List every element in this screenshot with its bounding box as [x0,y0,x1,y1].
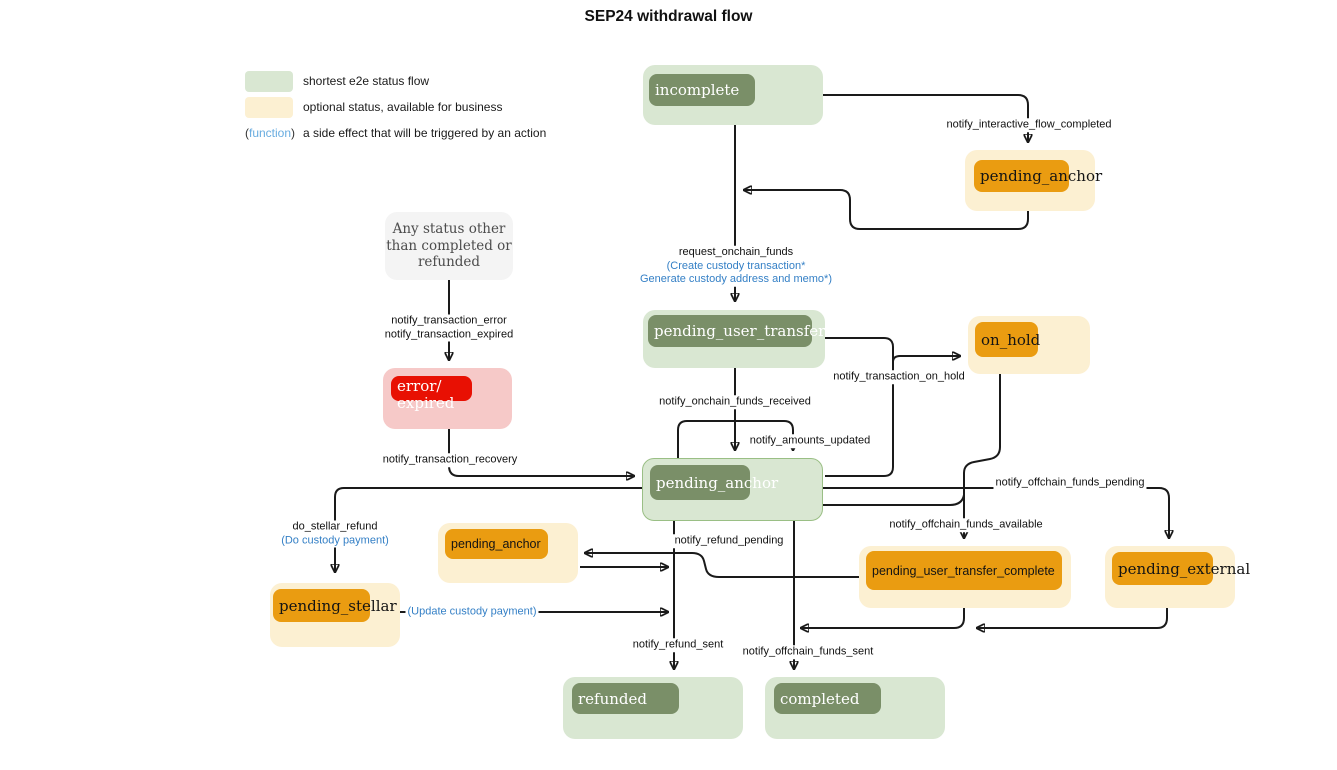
node-pending_user_transfer_complete: pending_user_transfer_complete [859,546,1071,608]
node-label-completed: completed [774,683,881,714]
edge-notify-amounts-updated-selfloop [677,420,793,458]
node-incomplete: incomplete [643,65,823,125]
edge-label-notify_offchain_funds_sent: notify_offchain_funds_sent [740,645,876,659]
node-label-pending_user_transfer_complete: pending_user_transfer_complete [866,551,1062,590]
edge-label-notify_interactive_flow_completed: notify_interactive_flow_completed [944,118,1114,132]
edge-label-notify_refund_sent: notify_refund_sent [630,638,726,652]
legend-label-function: a side effect that will be triggered by … [303,126,547,140]
node-label-pending_anchor_mid: pending_anchor [650,465,778,500]
node-label-pending_user_transfer_start: pending_user_transfer_start [648,315,869,347]
edge-pending-external-to-completed [977,608,1168,628]
edge-notify-offchain-funds-pending [823,487,1169,538]
edge-on-hold-connector [825,337,894,477]
edge-label-notify_amounts_updated: notify_amounts_updated [747,434,873,448]
node-label-pending_anchor_top: pending_anchor [974,160,1102,192]
node-pending_anchor_mid: pending_anchor [642,458,823,521]
edge-notify-transaction-on-hold [892,356,960,363]
legend-swatch-flow [245,70,293,92]
node-label-on_hold: on_hold [975,322,1040,357]
edge-label-notify_transaction_on_hold: notify_transaction_on_hold [831,370,967,384]
edge-pending-anchor-loopback [744,190,1029,230]
node-label-pending_external: pending_external [1112,552,1250,585]
edge-do-stellar-refund [335,487,642,572]
edge-label-notify_onchain_funds_received: notify_onchain_funds_received [657,395,813,409]
node-pending_anchor_left: pending_anchor [438,523,578,583]
legend-row-function: (function) a side effect that will be tr… [245,122,546,144]
node-refunded: refunded [563,677,743,739]
node-completed: completed [765,677,945,739]
node-label-pending_stellar: pending_stellar [273,589,397,622]
legend-row-optional: optional status, available for business [245,96,546,118]
edge-notify-refund-pending-branch [585,553,859,578]
edge-putc-to-completed [801,608,965,628]
node-error_expired: error/ expired [383,368,512,429]
edge-notify-interactive-flow-completed [823,94,1028,142]
edge-label-notify_offchain_funds_available: notify_offchain_funds_available [887,518,1045,532]
node-any_status: Any status other than completed or refun… [385,212,513,280]
node-label-incomplete: incomplete [649,74,755,106]
edge-label-do_stellar_refund: do_stellar_refund(Do custody payment) [279,520,391,548]
node-label-pending_anchor_left: pending_anchor [445,529,548,559]
legend-function-token: (function) [245,126,296,140]
legend-label-flow: shortest e2e status flow [303,74,430,88]
legend: shortest e2e status flow optional status… [245,70,546,148]
node-pending_user_transfer_start: pending_user_transfer_start [643,310,869,368]
node-pending_anchor_top: pending_anchor [965,150,1102,211]
node-pending_stellar: pending_stellar [270,583,400,647]
node-label-refunded: refunded [572,683,679,714]
edge-label-notify_transaction_recovery: notify_transaction_recovery [380,453,520,467]
node-pending_external: pending_external [1105,546,1250,608]
edge-on-hold-down [964,374,1001,538]
legend-label-optional: optional status, available for business [303,100,503,114]
diagram-title: SEP24 withdrawal flow [584,8,753,25]
edge-notify-offchain-funds-available-join [823,494,965,506]
legend-row-flow: shortest e2e status flow [245,70,546,92]
edge-label-notify_refund_pending: notify_refund_pending [672,534,786,548]
node-label-error_expired: error/ expired [391,376,472,412]
edge-label-notify_offchain_funds_pending: notify_offchain_funds_pending [993,476,1147,490]
node-on_hold: on_hold [968,316,1090,374]
edge-label-request_onchain_funds: request_onchain_funds(Create custody tra… [638,245,834,287]
legend-swatch-optional [245,96,293,118]
edge-label-update_custody_payment: (Update custody payment) [405,605,539,619]
